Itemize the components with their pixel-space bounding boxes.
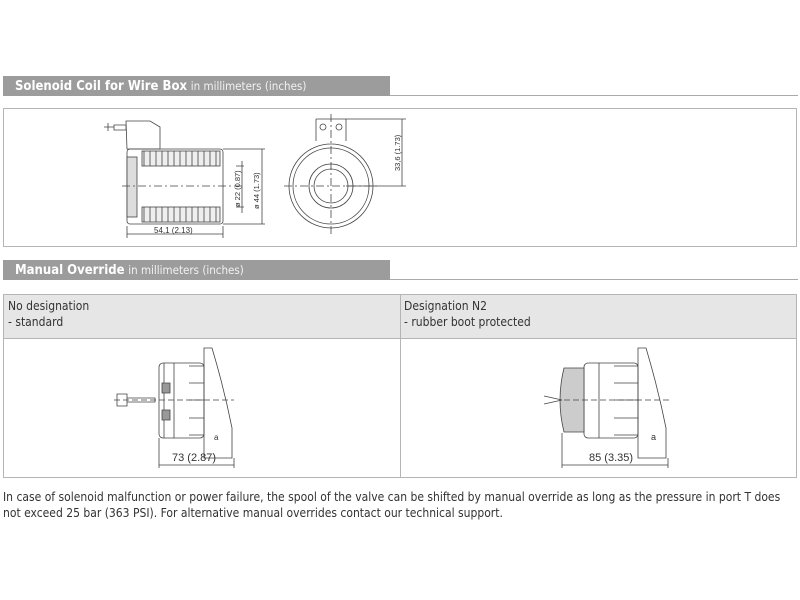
override-table: No designation - standard Designation N2… <box>3 294 797 478</box>
description: - rubber boot protected <box>404 315 531 329</box>
designation: No designation <box>8 299 90 313</box>
dim-inner-dia: ø 22 (0.87) <box>233 170 242 207</box>
override-drawings: a 73 (2.87) a 85 (3.35) <box>114 347 669 468</box>
description: - standard <box>8 315 64 329</box>
column-divider <box>400 295 401 477</box>
label-a: a <box>214 433 219 442</box>
override-note: In case of solenoid malfunction or power… <box>3 490 781 520</box>
label-a: a <box>651 432 656 442</box>
dim-n2: 85 (3.35) <box>589 452 633 464</box>
dim-standard: 73 (2.87) <box>172 452 216 464</box>
section-unit: in millimeters (inches) <box>190 79 307 93</box>
section-header-solenoid-coil: Solenoid Coil for Wire Box in millimeter… <box>3 76 390 96</box>
divider <box>390 95 798 96</box>
section-title: Manual Override <box>15 263 125 278</box>
dim-length: 54,1 (2.13) <box>154 226 193 235</box>
divider <box>390 279 798 280</box>
section-header-manual-override: Manual Override in millimeters (inches) <box>3 260 390 280</box>
dim-outer-dia: ø 44 (1.73) <box>252 172 261 209</box>
section-title: Solenoid Coil for Wire Box <box>15 79 188 94</box>
column-n2-header: Designation N2 - rubber boot protected <box>404 298 531 330</box>
column-standard-header: No designation - standard <box>8 298 89 330</box>
section-unit: in millimeters (inches) <box>128 263 244 277</box>
dim-height: 33,6 (1.73) <box>393 134 402 171</box>
designation: Designation N2 <box>404 299 487 313</box>
coil-drawing: 54,1 (2.13) ø 22 (0.87) ø 44 (1.73) 33,6… <box>104 114 406 238</box>
coil-drawing-box: 54,1 (2.13) ø 22 (0.87) ø 44 (1.73) 33,6… <box>3 108 797 247</box>
